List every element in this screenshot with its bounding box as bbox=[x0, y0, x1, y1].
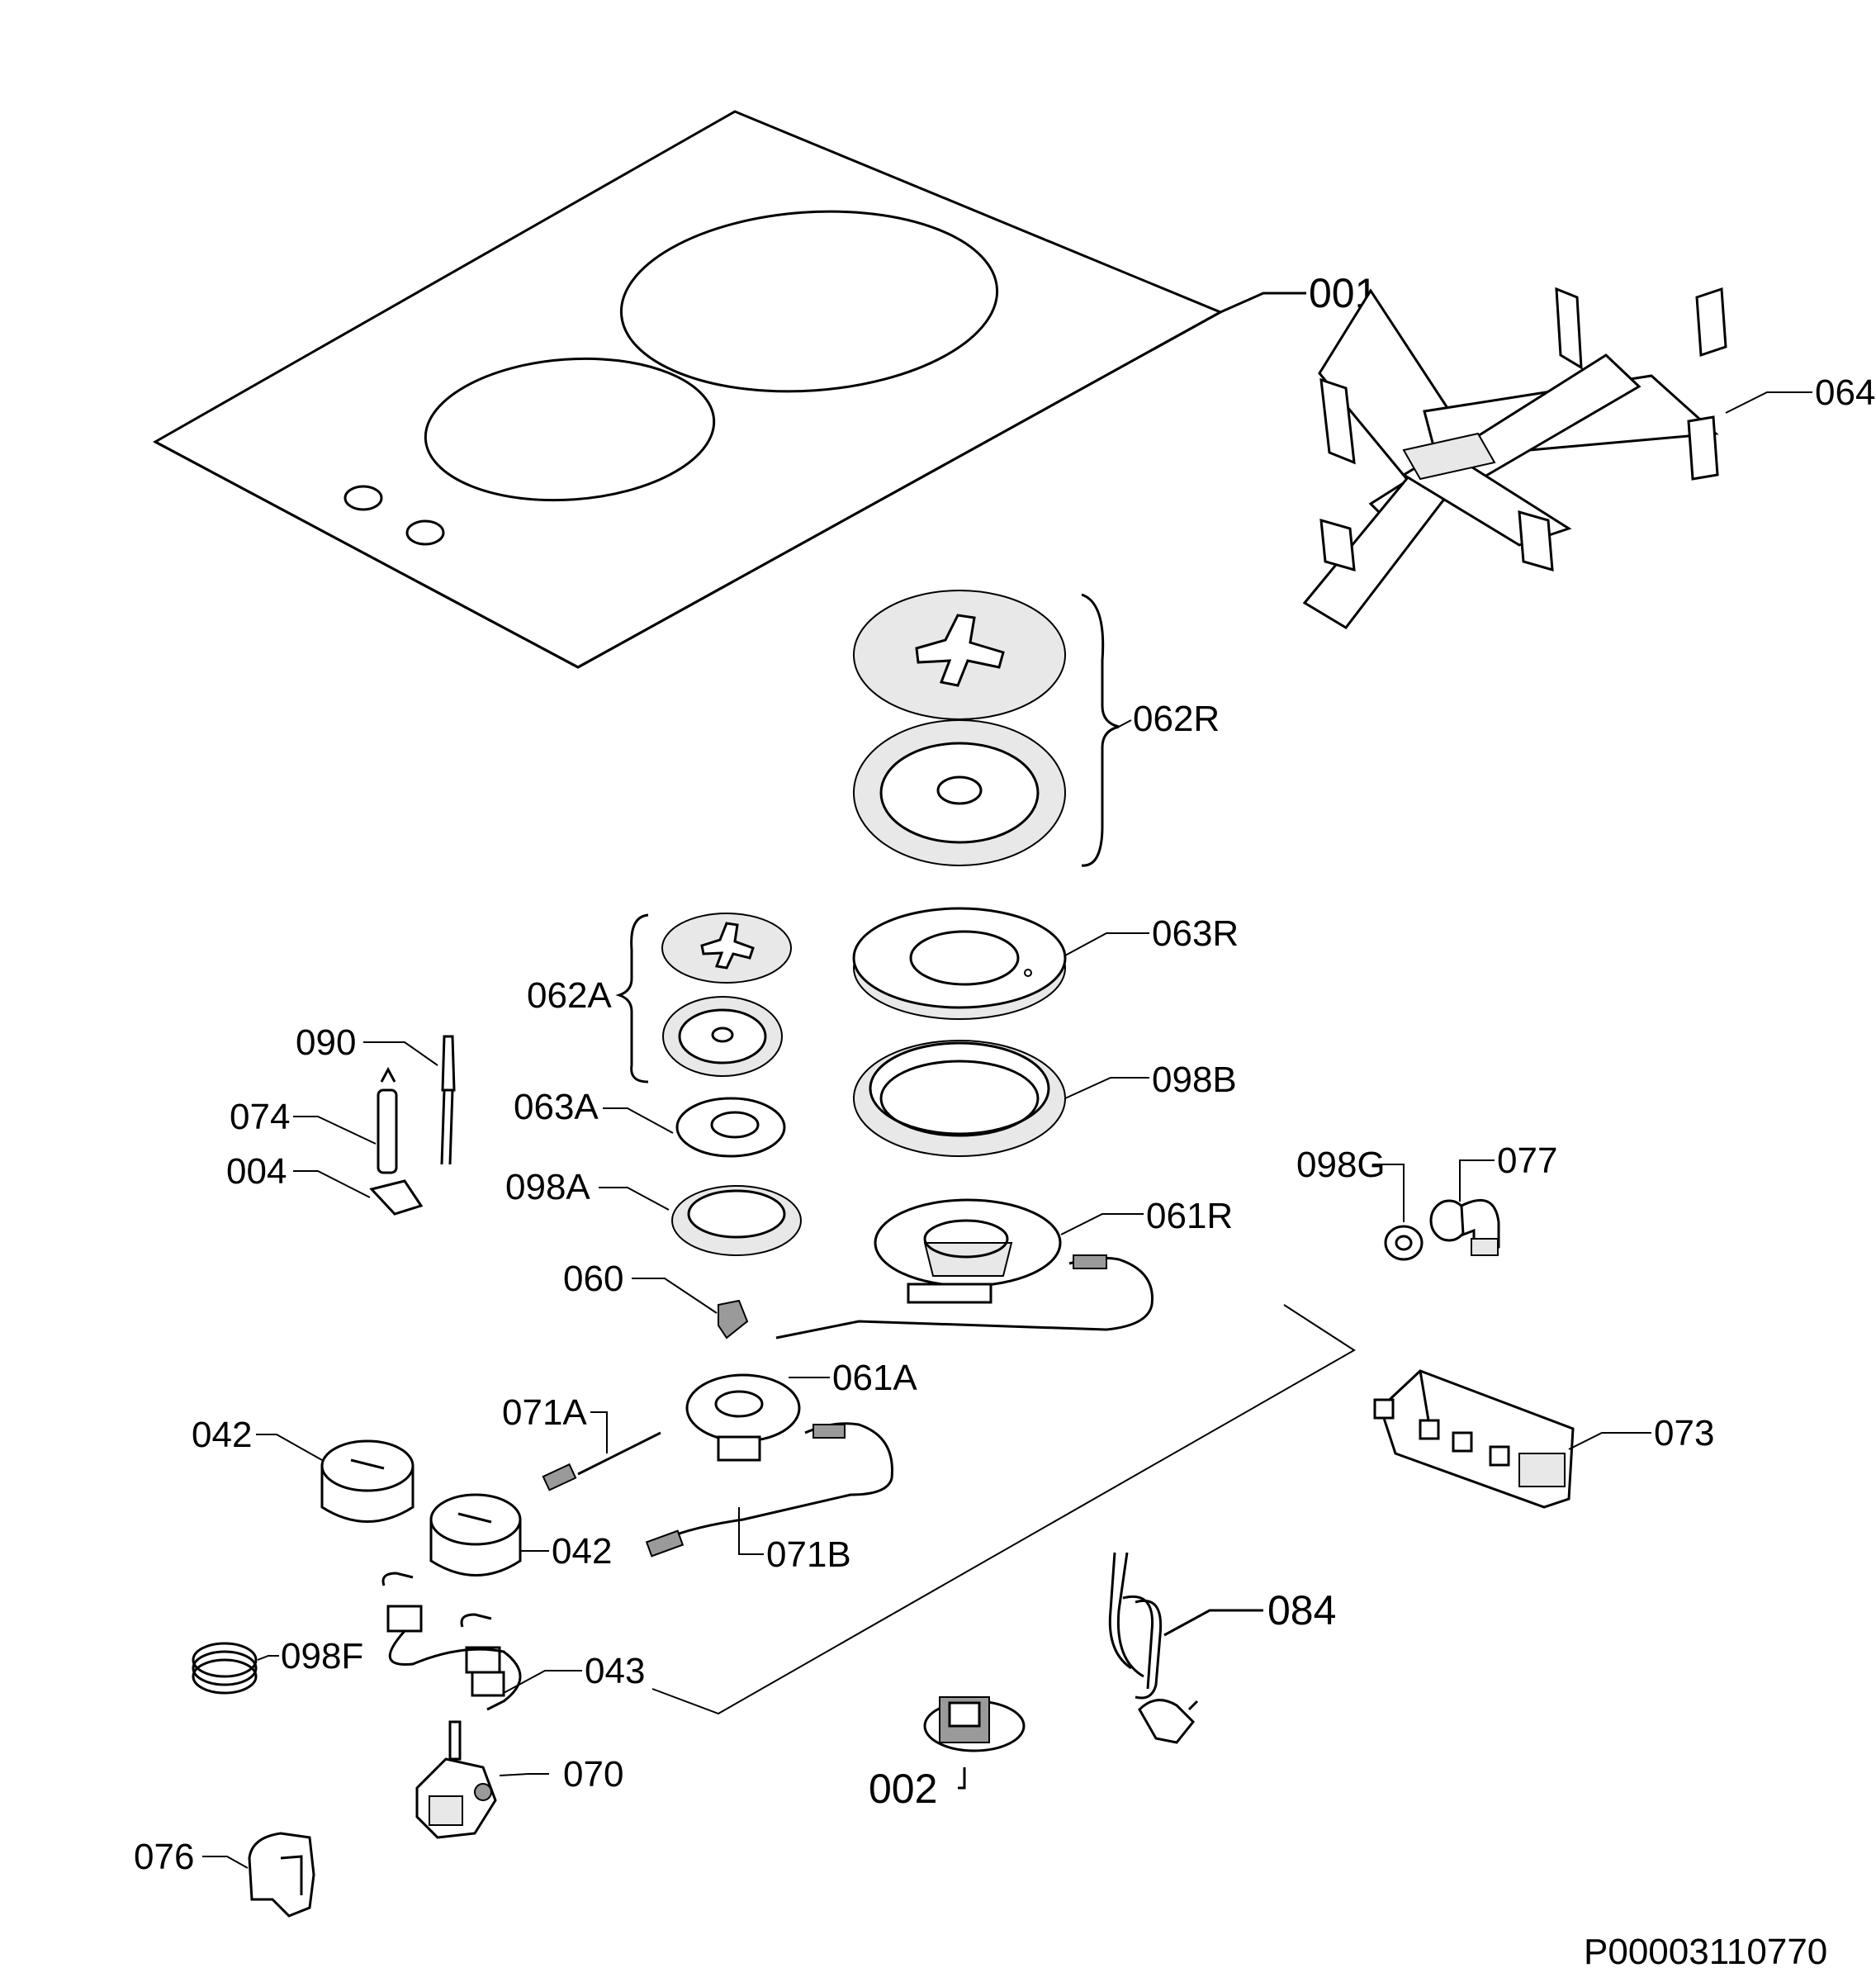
part-061R-burner-body bbox=[775, 1198, 1154, 1340]
part-064-pan-support bbox=[1302, 287, 1727, 629]
leader-098F bbox=[257, 1655, 279, 1661]
leader-064 bbox=[1725, 391, 1812, 414]
part-077-elbow-connector bbox=[1429, 1198, 1500, 1256]
label-074: 074 bbox=[230, 1097, 290, 1137]
part-098A-seal bbox=[671, 1185, 802, 1256]
label-004: 004 bbox=[226, 1151, 287, 1192]
label-062A: 062A bbox=[527, 975, 612, 1016]
part-063R-flame-spreader bbox=[852, 907, 1067, 1020]
part-076-clamp bbox=[248, 1832, 315, 1918]
leader-001 bbox=[1220, 292, 1306, 314]
label-063R: 063R bbox=[1152, 913, 1239, 954]
label-098G: 098G bbox=[1296, 1145, 1386, 1185]
leader-074 bbox=[293, 1116, 377, 1145]
label-043: 043 bbox=[585, 1651, 645, 1691]
control-frame-outline bbox=[651, 1304, 1356, 1715]
part-084-power-cable bbox=[1108, 1552, 1199, 1744]
label-061R: 061R bbox=[1146, 1196, 1233, 1236]
label-070: 070 bbox=[563, 1754, 623, 1795]
part-073-ignition-generator bbox=[1373, 1369, 1575, 1509]
bracket-062A bbox=[615, 913, 649, 1083]
label-073: 073 bbox=[1654, 1413, 1714, 1453]
part-098F-spring bbox=[192, 1642, 258, 1695]
part-002-terminal-block bbox=[923, 1696, 1026, 1752]
part-001-hob-top bbox=[152, 110, 1224, 669]
part-042-knob-2 bbox=[429, 1493, 522, 1577]
label-077: 077 bbox=[1497, 1140, 1557, 1181]
part-098G-washer bbox=[1384, 1225, 1424, 1261]
label-098B: 098B bbox=[1152, 1060, 1237, 1100]
leader-077 bbox=[1459, 1159, 1495, 1202]
label-071A: 071A bbox=[502, 1392, 587, 1433]
label-071B: 071B bbox=[766, 1534, 851, 1575]
label-063A: 063A bbox=[514, 1087, 599, 1127]
part-042-knob-1 bbox=[320, 1439, 415, 1523]
leader-090 bbox=[363, 1041, 438, 1066]
label-062R: 062R bbox=[1133, 699, 1220, 739]
part-074-ignition-plug bbox=[377, 1066, 398, 1174]
label-042-2: 042 bbox=[552, 1531, 612, 1572]
leader-060 bbox=[632, 1278, 718, 1314]
leader-070 bbox=[499, 1773, 549, 1776]
part-060-injector bbox=[718, 1299, 749, 1340]
leader-061R bbox=[1060, 1213, 1144, 1235]
label-076: 076 bbox=[134, 1837, 194, 1877]
part-062R-burner-cap bbox=[853, 590, 1066, 720]
part-061A-burner-body bbox=[651, 1373, 893, 1546]
label-042-1: 042 bbox=[192, 1415, 252, 1455]
label-061A: 061A bbox=[832, 1358, 917, 1398]
leader-004 bbox=[293, 1170, 371, 1198]
part-090-thermocouple bbox=[440, 1035, 456, 1165]
bracket-062R bbox=[1081, 593, 1132, 867]
part-062A-burner-cap bbox=[661, 913, 792, 984]
leader-076 bbox=[202, 1856, 249, 1869]
leader-098G bbox=[1372, 1164, 1405, 1222]
leader-042-1 bbox=[256, 1434, 323, 1461]
label-060: 060 bbox=[563, 1259, 623, 1299]
part-062R-burner-crown bbox=[853, 719, 1066, 866]
leader-073 bbox=[1568, 1432, 1651, 1450]
leader-071B bbox=[738, 1507, 764, 1555]
leader-063A bbox=[603, 1107, 674, 1134]
label-002: 002 bbox=[869, 1766, 937, 1812]
leader-071A bbox=[590, 1411, 608, 1453]
part-004-clip bbox=[369, 1179, 424, 1216]
part-063A-flame-spreader bbox=[675, 1097, 786, 1158]
drawing-number: P00003110770 bbox=[1584, 1932, 1827, 1972]
part-071B-gas-pipe bbox=[645, 1529, 685, 1558]
leader-098A bbox=[599, 1187, 670, 1211]
part-043-microswitch bbox=[381, 1572, 522, 1711]
label-098F: 098F bbox=[281, 1636, 363, 1676]
leader-002 bbox=[958, 1767, 966, 1790]
label-090: 090 bbox=[296, 1022, 356, 1063]
leader-084 bbox=[1163, 1609, 1263, 1637]
leader-043 bbox=[503, 1670, 582, 1694]
label-084: 084 bbox=[1267, 1587, 1336, 1633]
leader-098B bbox=[1064, 1077, 1149, 1099]
label-064: 064 bbox=[1815, 372, 1875, 413]
part-098B-seal bbox=[853, 1040, 1066, 1157]
part-071A-gas-pipe bbox=[542, 1431, 661, 1491]
part-062A-burner-crown bbox=[662, 996, 783, 1077]
leader-063R bbox=[1064, 932, 1149, 956]
label-098A: 098A bbox=[505, 1167, 590, 1207]
part-070-gas-valve bbox=[415, 1720, 497, 1839]
